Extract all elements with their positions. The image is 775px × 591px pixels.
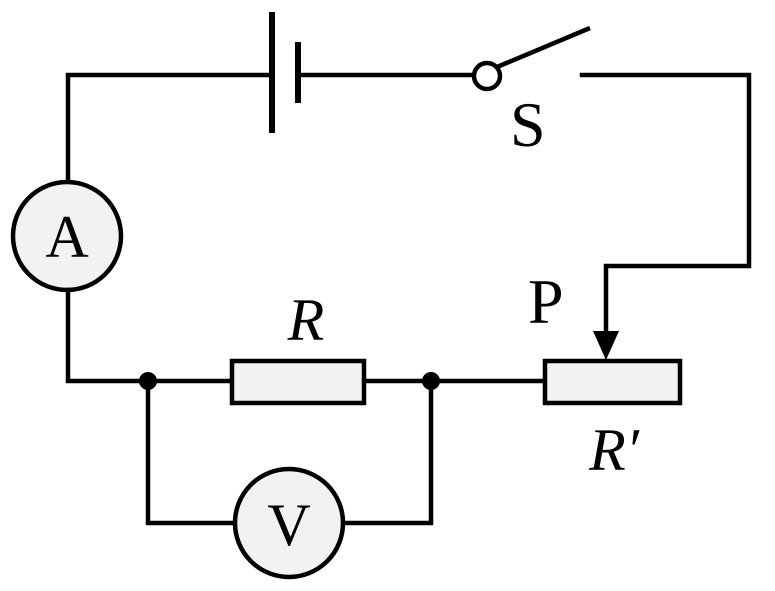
rheostat-label: R′	[588, 417, 640, 483]
resistor-r-label: R	[287, 287, 325, 353]
voltmeter-circle	[232, 466, 346, 580]
slider-label: P	[528, 266, 564, 337]
switch	[471, 25, 591, 92]
battery	[269, 12, 301, 133]
switch-label: S	[510, 89, 546, 160]
wire-left	[65, 287, 233, 384]
rheostat	[542, 358, 683, 406]
wire-voltmeter-right	[341, 378, 434, 526]
slider-arrow-icon	[593, 331, 619, 360]
resistor-r	[229, 358, 367, 406]
ammeter-label: A	[45, 204, 88, 270]
switch-pivot	[471, 60, 503, 92]
voltmeter-label: V	[267, 492, 310, 558]
wire-voltmeter-left	[145, 378, 237, 526]
voltmeter: V	[232, 466, 346, 580]
ammeter: A	[10, 179, 124, 293]
wire-top-left	[65, 72, 273, 185]
wire-right	[579, 72, 752, 341]
switch-blade	[496, 25, 591, 70]
